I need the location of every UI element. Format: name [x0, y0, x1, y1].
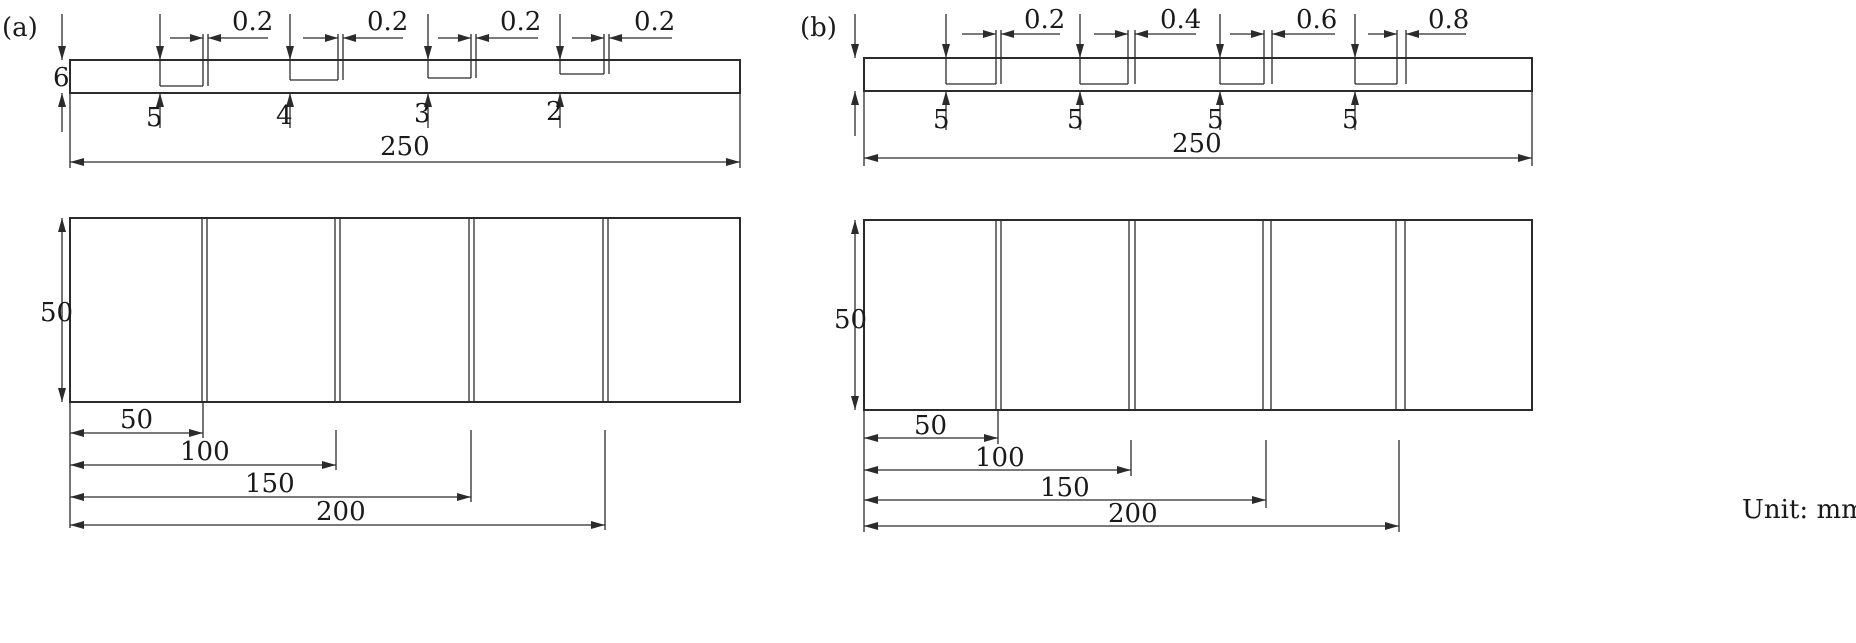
panel-a-thickness-label: 6: [53, 63, 70, 93]
panel-a-notch-depth-dimensions: 5 4 3 2: [146, 93, 564, 133]
panel-b-width-label: 50: [834, 305, 867, 335]
panel-a-notch-4-depth: 2: [546, 97, 563, 127]
panel-a-side-view-plate: [69, 59, 741, 94]
panel-a-width-dimension: 50: [40, 218, 73, 402]
panel-a-notch-width-dimensions: 0.2 0.2 0.2 0.2: [156, 7, 675, 86]
panel-b-notch-depth-dimensions: 5 5 5 5: [933, 91, 1359, 135]
panel-b-side-view-plate: [863, 57, 1533, 92]
panel-a-position-2: 100: [180, 437, 230, 467]
panel-a-top-view-plate: [69, 217, 741, 403]
panel-a-notch-1-depth: 5: [146, 103, 163, 133]
panel-b-notch-4-width: 0.8: [1428, 5, 1469, 35]
panel-a-label: (a): [2, 13, 38, 43]
panel-b-notches-side: [946, 58, 1407, 85]
panel-b-notch-2-width: 0.4: [1160, 5, 1201, 35]
panel-b-width-dimension: 50: [834, 220, 867, 410]
panel-b-length-dimension: 250: [863, 91, 1533, 166]
panel-b-notch-1-width: 0.2: [1024, 5, 1065, 35]
panel-a-position-1: 50: [120, 405, 153, 435]
panel-a-notch-2-width: 0.2: [367, 7, 408, 37]
panel-b-notch-lines-top: [995, 220, 1406, 410]
panel-a-notch-3-width: 0.2: [500, 7, 541, 37]
panel-a-position-4: 200: [316, 497, 366, 527]
panel-b-notch-width-dimensions: 0.2 0.4 0.6 0.8: [942, 5, 1469, 84]
panel-b-thickness-dimension: [851, 14, 859, 136]
panel-a-length-label: 250: [380, 132, 430, 162]
panel-b-notch-3-width: 0.6: [1296, 5, 1337, 35]
panel-b-position-3: 150: [1040, 473, 1090, 503]
panel-b-position-2: 100: [975, 443, 1025, 473]
panel-a-notch-4-width: 0.2: [634, 7, 675, 37]
panel-b-position-dimensions: 50 100 150 200: [863, 410, 1400, 532]
panel-b-length-label: 250: [1172, 129, 1222, 159]
panel-b-label: (b): [800, 13, 837, 43]
panel-b-notch-2-depth: 5: [1067, 105, 1084, 135]
panel-a-position-3: 150: [245, 469, 295, 499]
panel-a: (a) 6: [2, 7, 741, 530]
panel-a-notch-2-depth: 4: [276, 101, 293, 131]
panel-a-notches-side: [160, 60, 610, 87]
panel-a-notch-1-width: 0.2: [232, 7, 273, 37]
panel-a-notch-3-depth: 3: [414, 99, 431, 129]
panel-a-position-dimensions: 50 100 150 200: [69, 402, 606, 530]
panel-b-notch-1-depth: 5: [933, 105, 950, 135]
panel-a-thickness-dimension: 6: [53, 14, 70, 132]
unit-label: Unit: mm: [1742, 495, 1856, 525]
panel-a-notch-lines-top: [201, 218, 609, 402]
panel-b-position-1: 50: [914, 411, 947, 441]
panel-a-length-dimension: 250: [69, 93, 741, 168]
panel-b-position-4: 200: [1108, 499, 1158, 529]
panel-b-notch-3-depth: 5: [1207, 105, 1224, 135]
panel-b-notch-4-depth: 5: [1342, 105, 1359, 135]
panel-b-top-view-plate: [863, 219, 1533, 411]
panel-a-width-label: 50: [40, 298, 73, 328]
panel-b: (b): [800, 5, 1533, 532]
